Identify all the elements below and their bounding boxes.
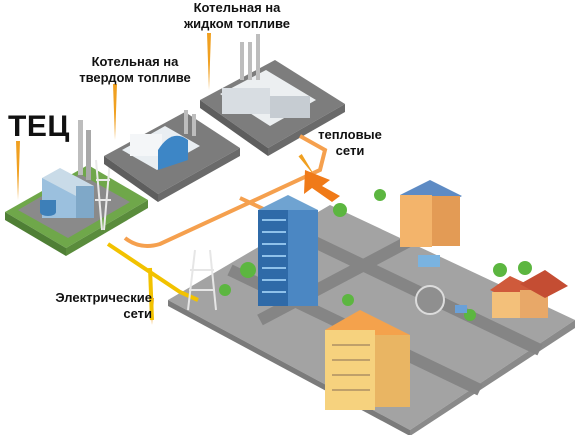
label-heat-networks: тепловые сети <box>310 127 390 159</box>
label-line: тепловые <box>318 127 382 142</box>
pointer-chp <box>16 141 20 200</box>
label-line: сети <box>335 143 365 158</box>
label-line: Котельная на <box>91 54 179 69</box>
label-line: жидком топливе <box>183 16 291 31</box>
pointer-solid-boiler <box>113 84 117 140</box>
label-liquid-fuel-boiler: Котельная на жидком топливе <box>162 0 312 32</box>
glass-office-tower <box>258 195 318 306</box>
pointer-liquid-boiler <box>207 33 211 90</box>
liquid-fuel-boiler <box>200 34 345 156</box>
solid-fuel-boiler <box>104 110 240 202</box>
power-tower <box>187 249 217 311</box>
label-line: сети <box>123 306 152 321</box>
residential-building-front <box>325 310 410 410</box>
heat-arrow <box>304 170 340 202</box>
label-line: Электрические <box>55 290 152 305</box>
bus <box>418 255 440 267</box>
label-electric-networks: Электрические сети <box>10 290 152 322</box>
chp-plant <box>5 120 148 256</box>
label-line: твердом топливе <box>79 70 191 85</box>
label-chp: ТЕЦ <box>8 110 70 143</box>
label-solid-fuel-boiler: Котельная на твердом топливе <box>60 54 210 86</box>
house-right <box>490 270 568 318</box>
residential-building-right <box>400 180 462 247</box>
pointer-heat-networks <box>298 154 316 178</box>
car <box>455 305 467 313</box>
power-line <box>106 242 199 321</box>
label-line: Котельная на <box>193 0 281 15</box>
